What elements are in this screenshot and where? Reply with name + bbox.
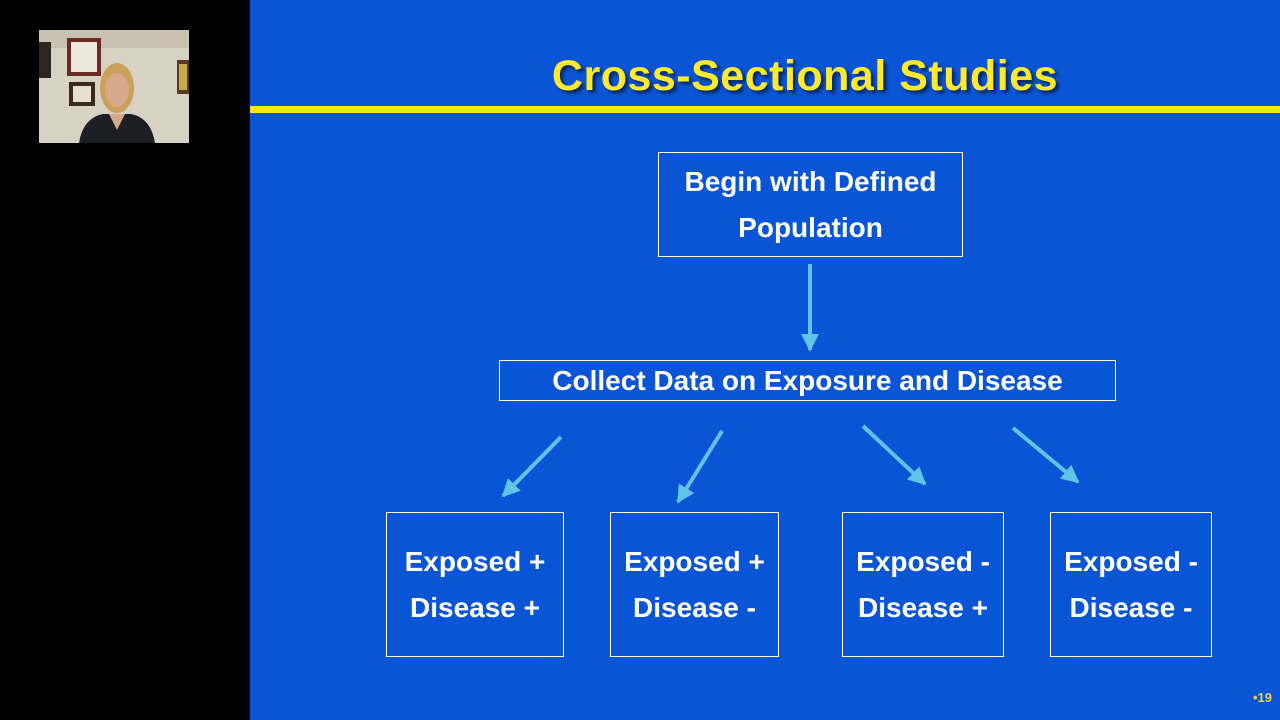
arrow-to-outcome-2 <box>678 431 722 502</box>
arrow-to-outcome-1 <box>503 437 561 496</box>
arrow-to-outcome-3 <box>863 426 925 484</box>
arrow-to-outcome-4 <box>1013 428 1078 482</box>
presenter-video-frame <box>39 30 189 143</box>
presenter-webcam <box>39 30 189 143</box>
slide-number: •19 <box>1253 690 1272 705</box>
connector-arrows <box>250 0 1280 720</box>
slide: Cross-Sectional Studies Begin with Defin… <box>250 0 1280 720</box>
